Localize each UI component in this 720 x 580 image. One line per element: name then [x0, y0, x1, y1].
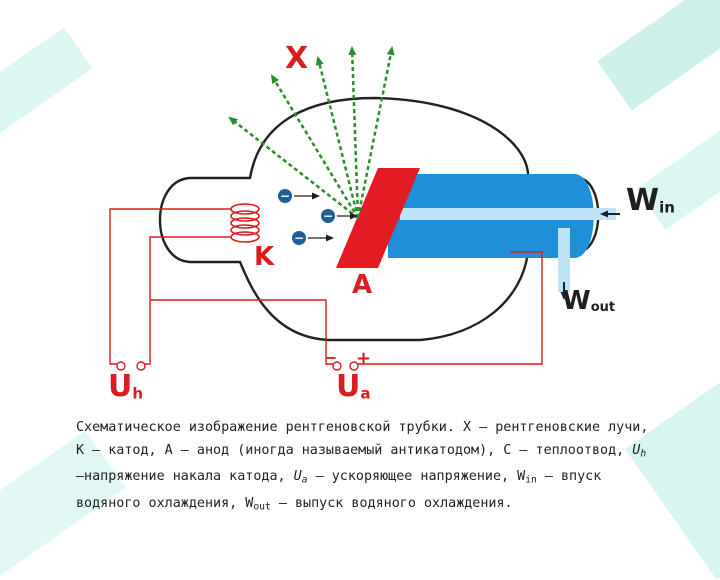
electron-2: −: [321, 209, 358, 223]
xray-tube-diagram: − − −: [109, 46, 620, 371]
electron-1: −: [278, 189, 320, 203]
xray-beam-5: [356, 46, 395, 219]
label-minus-terminal: −: [324, 348, 338, 367]
svg-text:−: −: [280, 189, 290, 203]
electron-3: −: [292, 231, 334, 245]
electrons: − − −: [278, 189, 358, 245]
xray-beams: [228, 46, 395, 219]
label-plus-terminal: +: [356, 348, 372, 369]
svg-text:−: −: [294, 231, 304, 245]
label-filament-voltage: Uh: [108, 369, 144, 404]
figure-caption: Схематическое изображение рентгеновской …: [76, 420, 649, 513]
label-anode-a: A: [352, 270, 373, 300]
svg-text:−: −: [323, 209, 333, 223]
label-accelerating-voltage: Ua: [336, 369, 371, 404]
label-water-out: Wout: [562, 286, 616, 316]
label-cathode-k: K: [254, 242, 275, 272]
anode-a: [336, 168, 420, 268]
label-x-rays: X: [285, 41, 309, 76]
label-heat-sink-c: C: [414, 222, 434, 252]
cooling-outlet-pipe: [558, 228, 570, 292]
label-water-in: Win: [626, 183, 675, 218]
xray-beam-4: [348, 46, 360, 219]
cooling-channel: [400, 208, 616, 220]
anode-circuit-ua: [150, 251, 543, 371]
xray-beam-1: [228, 116, 359, 219]
